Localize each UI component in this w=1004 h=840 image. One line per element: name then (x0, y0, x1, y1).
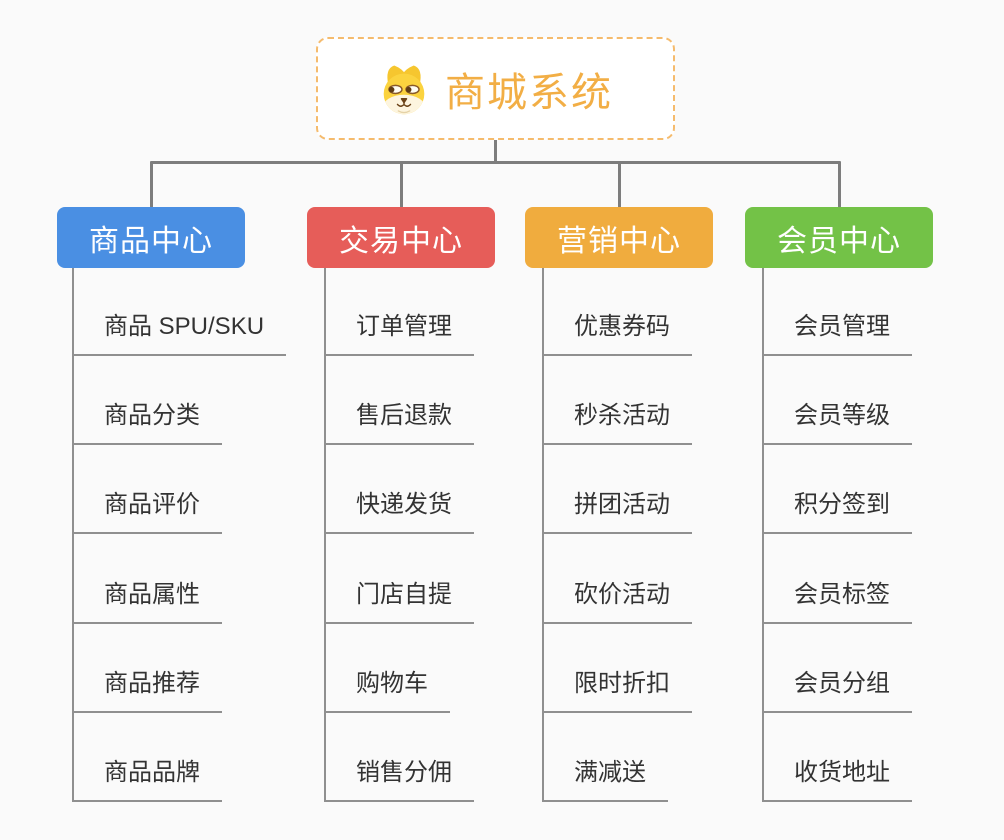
branch-member-center[interactable]: 会员中心 (745, 207, 933, 268)
connector-stub (150, 161, 153, 208)
leaf-node[interactable]: 销售分佣 (324, 758, 474, 802)
leaf-node[interactable]: 秒杀活动 (542, 401, 692, 445)
leaf-node[interactable]: 砍价活动 (542, 580, 692, 624)
connector-spine (324, 268, 326, 802)
root-node[interactable]: 商城系统 (316, 37, 675, 140)
leaf-node[interactable]: 拼团活动 (542, 490, 692, 534)
leaf-node[interactable]: 满减送 (542, 758, 668, 802)
connector-spine (72, 268, 74, 802)
leaf-node[interactable]: 商品分类 (72, 401, 222, 445)
branch-marketing-center[interactable]: 营销中心 (525, 207, 713, 268)
leaf-node[interactable]: 积分签到 (762, 490, 912, 534)
connector-root-stub (494, 139, 497, 164)
leaf-node[interactable]: 会员标签 (762, 580, 912, 624)
branch-trade-center[interactable]: 交易中心 (307, 207, 495, 268)
leaf-node[interactable]: 会员等级 (762, 401, 912, 445)
doge-icon (378, 62, 430, 116)
leaf-node[interactable]: 收货地址 (762, 758, 912, 802)
connector-stub (618, 161, 621, 208)
leaf-node[interactable]: 订单管理 (324, 312, 474, 356)
leaf-node[interactable]: 会员管理 (762, 312, 912, 356)
leaf-node[interactable]: 商品推荐 (72, 669, 222, 713)
leaf-node[interactable]: 商品 SPU/SKU (72, 312, 287, 356)
leaf-node[interactable]: 优惠券码 (542, 312, 692, 356)
leaf-node[interactable]: 售后退款 (324, 401, 474, 445)
leaf-node[interactable]: 门店自提 (324, 580, 474, 624)
leaf-node[interactable]: 会员分组 (762, 669, 912, 713)
connector-spine (762, 268, 764, 802)
leaf-node[interactable]: 购物车 (324, 669, 450, 713)
leaf-node[interactable]: 限时折扣 (542, 669, 692, 713)
leaf-node[interactable]: 商品评价 (72, 490, 222, 534)
root-label: 商城系统 (445, 70, 613, 115)
branch-product-center[interactable]: 商品中心 (57, 207, 245, 268)
connector-spine (542, 268, 544, 802)
leaf-node[interactable]: 快递发货 (324, 490, 474, 534)
leaf-node[interactable]: 商品品牌 (72, 758, 222, 802)
leaf-node[interactable]: 商品属性 (72, 580, 222, 624)
connector-stub (400, 161, 403, 208)
connector-stub (838, 161, 841, 208)
connector-bus (150, 161, 841, 164)
